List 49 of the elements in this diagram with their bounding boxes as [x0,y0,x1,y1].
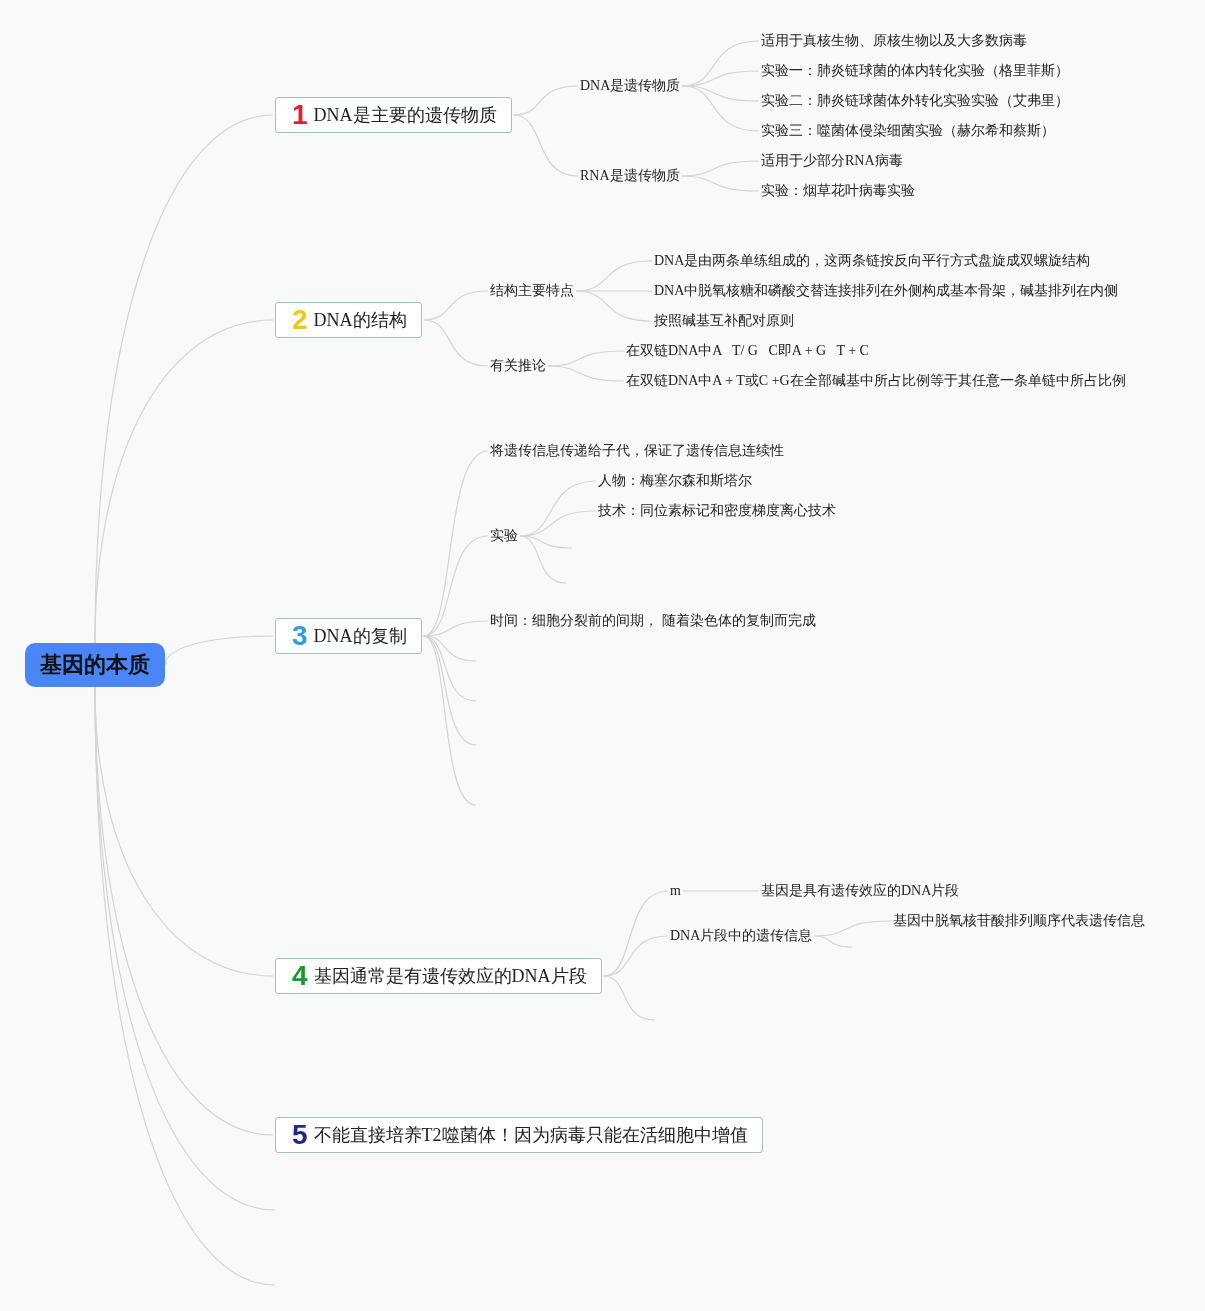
branch-line [813,935,853,948]
branch-text: 实验一：肺炎链球菌的体内转化实验（格里菲斯） [761,61,1069,81]
topic-box [275,1117,763,1153]
topic-title: 不能直接培养T2噬菌体！因为病毒只能在活细胞中增值 [313,1124,748,1147]
step-number: 1 [292,100,308,130]
branch-text: 基因是具有遗传效应的DNA片段 [761,881,960,901]
branch-text: DNA中脱氧核糖和磷酸交替连接排列在外侧构成基本骨架，碱基排列在内侧 [654,281,1119,301]
topic-title: 基因通常是有遗传效应的DNA片段 [313,965,587,988]
topic-title: DNA的结构 [313,309,407,332]
branch-text: 按照碱基互补配对原则 [654,311,794,331]
branch-text: 实验三：噬菌体侵染细菌实验（赫尔希和蔡斯） [761,121,1055,141]
topic-title: DNA的复制 [313,625,407,648]
step-number: 5 [292,1120,308,1150]
branch-line [94,319,274,644]
branch-text: RNA是遗传物质 [580,166,680,186]
topic-box [275,302,422,338]
branch-text: 结构主要特点 [490,281,574,301]
topic-box [275,97,512,133]
central-topic: 基因的本质 [25,643,165,687]
topic-box [275,618,422,654]
branch-line [603,975,656,1021]
topic-box [275,958,602,994]
branch-text: 技术：同位素标记和密度梯度离心技术 [598,501,836,521]
branch-line [513,85,579,116]
branch-text: m [670,881,681,901]
step-number: 4 [292,961,308,991]
branch-text: 有关推论 [490,356,546,376]
branch-text: 适用于少部分RNA病毒 [761,151,903,171]
branch-text: DNA片段中的遗传信息 [670,926,813,946]
branch-text: 实验二：肺炎链球菌体外转化实验实验（艾弗里） [761,91,1069,111]
step-number: 2 [292,305,308,335]
branch-line [513,114,579,177]
branch-line [680,175,760,192]
branch-line [422,319,489,367]
branch-text: DNA是由两条单练组成的，这两条链按反向平行方式盘旋成双螺旋结构 [654,251,1091,271]
topic-title: DNA是主要的遗传物质 [313,104,497,127]
branch-text: 时间：细胞分裂前的间期， 随着染色体的复制而完成 [490,611,816,631]
branch-text: 人物：梅塞尔森和斯塔尔 [598,471,752,491]
branch-text: DNA是遗传物质 [580,76,681,96]
branch-text: 在双链DNA中A T/ G C即A + G T + C [626,341,869,361]
branch-line [547,365,625,382]
branch-text: 基因中脱氧核苷酸排列顺序代表遗传信息 [893,911,1145,931]
branch-text: 在双链DNA中A + T或C +G在全部碱基中所占比例等于其任意一条单链中所占比例 [626,371,1126,391]
branch-text: 将遗传信息传递给子代，保证了遗传信息连续性 [490,441,784,461]
branch-text: 实验：烟草花叶病毒实验 [761,181,915,201]
branch-line [575,290,653,322]
branch-text: 适用于真核生物、原核生物以及大多数病毒 [761,31,1027,51]
step-number: 3 [292,621,308,651]
branch-text: 实验 [490,526,518,546]
